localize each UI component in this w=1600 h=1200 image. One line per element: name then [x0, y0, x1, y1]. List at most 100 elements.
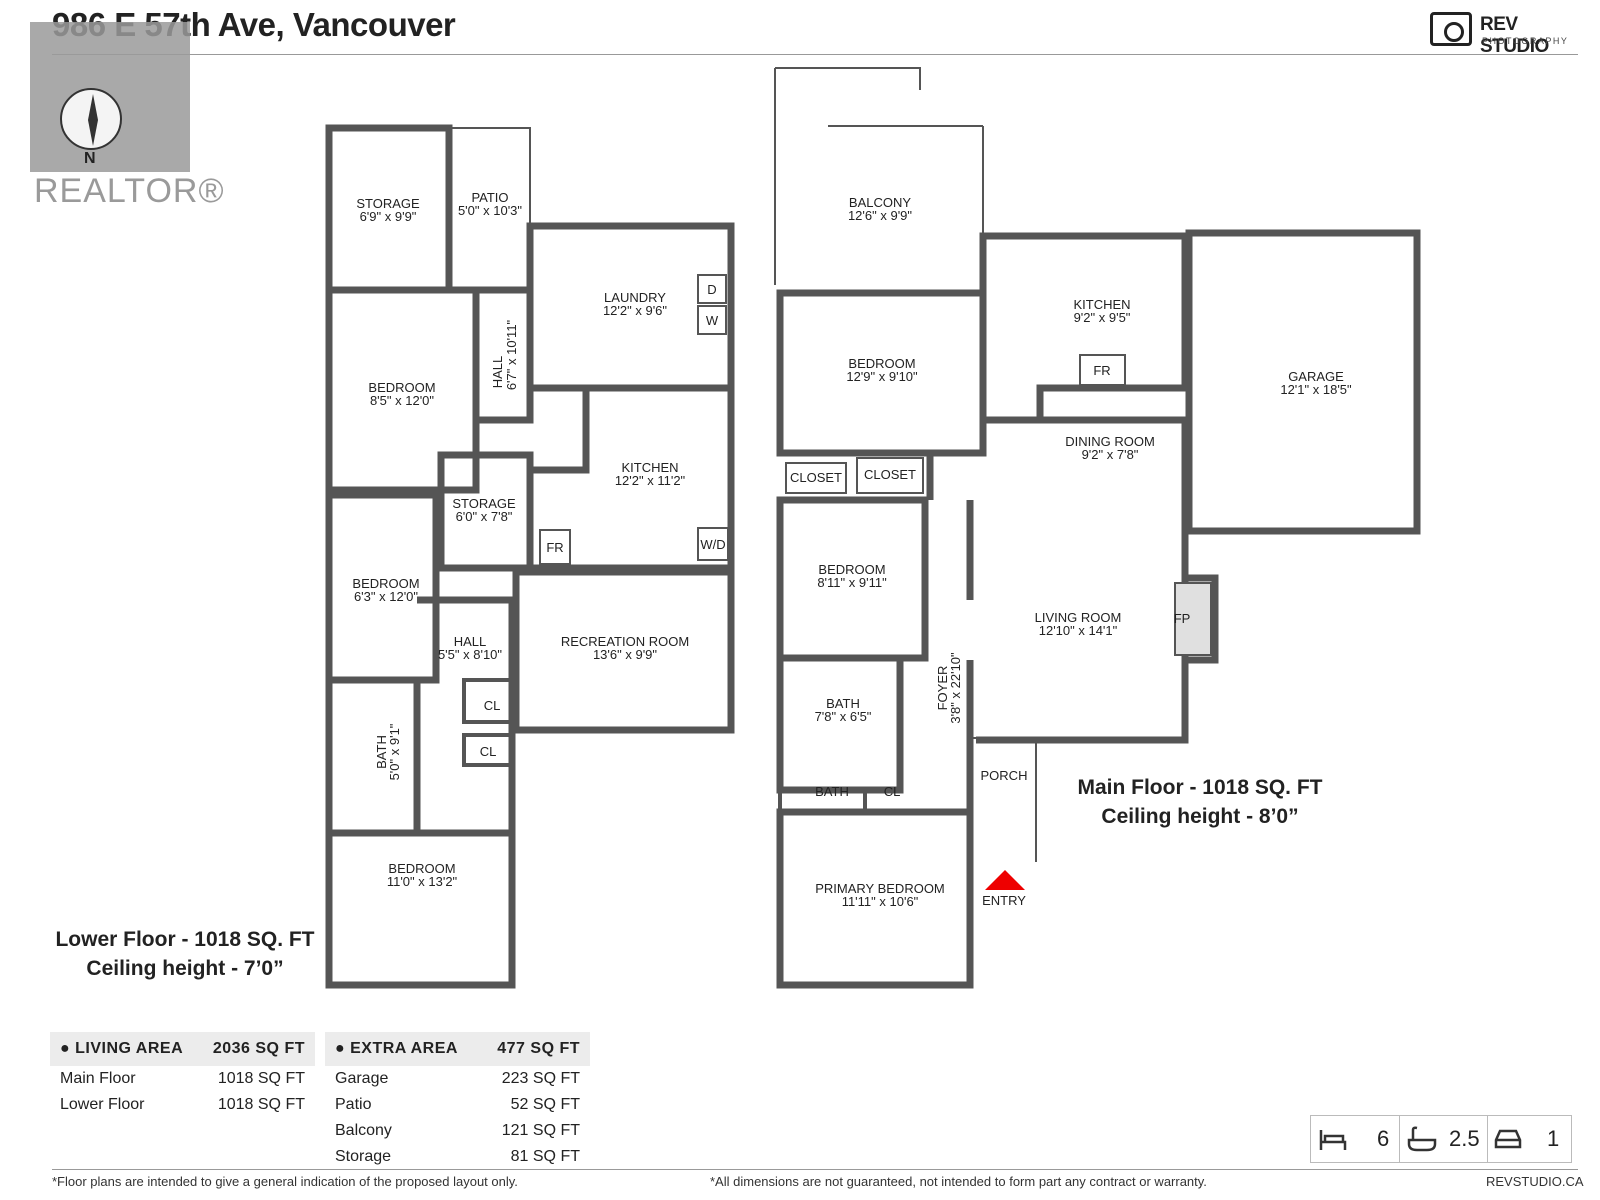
fireplace-label: FP — [1174, 611, 1191, 626]
lower-room-dim: 11'0" x 13'2" — [387, 874, 458, 889]
living-area-header: ● LIVING AREA — [50, 1032, 199, 1066]
lower-closet1-walls — [462, 678, 518, 724]
main-room-name: GARAGE — [1288, 369, 1344, 384]
main-closet-label: CLOSET — [790, 470, 842, 485]
lower-room-dim: 6'0" x 7'8" — [456, 509, 513, 524]
main-balcony-walls — [774, 67, 984, 285]
realtor-watermark: REALTOR® — [30, 22, 224, 222]
extra-area-total: 477 SQ FT — [479, 1032, 590, 1066]
main-fridge-label: FR — [1093, 363, 1110, 378]
lower-bath-walls — [325, 676, 421, 837]
main-primary-bedroom-walls — [776, 808, 974, 989]
main-room-name: KITCHEN — [1073, 297, 1130, 312]
camera-icon — [1430, 12, 1472, 46]
main-closet1-box — [785, 462, 847, 494]
main-room-name: BEDROOM — [818, 562, 885, 577]
lower-closet-label: CL — [484, 698, 501, 713]
lower-fridge-label: FR — [546, 540, 563, 555]
main-closet-label: CLOSET — [864, 467, 916, 482]
fireplace-box — [1174, 582, 1212, 656]
washer-box — [697, 305, 727, 335]
compass-north-label: N — [84, 150, 96, 167]
lower-floor-area: Lower Floor - 1018 SQ. FT — [55, 928, 315, 951]
main-room-dim: 12'10" x 14'1" — [1039, 623, 1118, 638]
main-room-dim: 12'1" x 18'5" — [1280, 382, 1352, 397]
dryer-box — [697, 274, 727, 304]
extra-area-header: ● EXTRA AREA — [325, 1032, 480, 1066]
lower-room-name: LAUNDRY — [604, 290, 666, 305]
lower-room-name: HALL — [454, 634, 487, 649]
lower-fridge-box — [539, 529, 571, 565]
lower-room-name: BATH — [374, 735, 389, 769]
lower-closet-label: CL — [480, 744, 497, 759]
lower-floor-summary: Lower Floor - 1018 SQ. FT Ceiling height… — [50, 925, 320, 983]
lower-kitchen-walls — [526, 384, 735, 572]
fireplace-walls — [1185, 574, 1219, 664]
lower-room-name: RECREATION ROOM — [561, 634, 689, 649]
main-bedroom1-walls — [776, 289, 987, 457]
main-closet2-box — [856, 457, 924, 494]
main-closet-label: CL — [884, 784, 901, 799]
main-room-name: BEDROOM — [848, 356, 915, 371]
garage-walls — [1185, 229, 1421, 535]
brand-name: REV STUDIO — [1480, 14, 1549, 57]
lower-closet2-walls — [462, 733, 514, 767]
realtor-watermark-text: REALTOR® — [34, 172, 225, 210]
lower-room-dim: 6'9" x 9'9" — [360, 209, 417, 224]
main-bath-walls — [776, 654, 904, 794]
lower-washer-dryer-label: W/D — [700, 537, 725, 552]
baths-count: 2.5 — [1449, 1126, 1480, 1151]
lower-room-name: BEDROOM — [388, 861, 455, 876]
car-icon — [1494, 1129, 1522, 1149]
footer-disclaimer-middle: *All dimensions are not guaranteed, not … — [710, 1174, 1207, 1189]
main-room-dim: 7'8" x 6'5" — [815, 709, 872, 724]
lower-room-dim: 5'5" x 8'10" — [438, 647, 502, 662]
lower-room-dim: 13'6" x 9'9" — [593, 647, 657, 662]
bathtub-icon — [1407, 1126, 1437, 1152]
main-room-dim: 9'2" x 9'5" — [1074, 310, 1131, 325]
main-room-dim: 3'8" x 22'10" — [948, 652, 963, 724]
brand-subtitle: PHOTOGRAPHY — [1482, 36, 1569, 46]
main-room-name: DINING ROOM — [1065, 434, 1155, 449]
lower-room-name: KITCHEN — [621, 460, 678, 475]
beds-count: 6 — [1377, 1126, 1390, 1151]
footer-website: REVSTUDIO.CA — [1486, 1174, 1584, 1189]
lower-room-dim: 8'5" x 12'0" — [370, 393, 434, 408]
parking-count: 1 — [1547, 1126, 1560, 1151]
lower-bedroom2-walls — [325, 491, 440, 684]
main-room-name: FOYER — [935, 666, 950, 711]
lower-hall-walls — [476, 286, 534, 424]
lower-room-name: BEDROOM — [368, 380, 435, 395]
main-kitchen-walls — [979, 232, 1189, 424]
bed-icon — [1319, 1130, 1347, 1150]
main-floor-area: Main Floor - 1018 SQ. FT — [1077, 776, 1323, 799]
lower-recreation-walls — [512, 568, 735, 734]
main-half-bath-label: BATH — [815, 784, 849, 799]
main-room-dim: 12'6" x 9'9" — [848, 208, 912, 223]
brand-logo: REV STUDIO PHOTOGRAPHY — [1430, 12, 1590, 57]
main-room-dim: 12'9" x 9'10" — [846, 369, 918, 384]
lower-bedroom1-walls — [325, 286, 480, 494]
lower-room-name: STORAGE — [356, 196, 420, 211]
footer-divider — [52, 1169, 1578, 1170]
main-bedroom2-walls — [776, 449, 934, 662]
footer-disclaimer-left: *Floor plans are intended to give a gene… — [52, 1174, 518, 1189]
main-dining-living-walls — [976, 416, 1189, 744]
main-room-dim: 8'11" x 9'11" — [817, 575, 887, 590]
lower-washer-dryer-box — [697, 527, 729, 561]
entry-marker-icon — [985, 870, 1025, 890]
lower-room-name: HALL — [490, 356, 505, 389]
lower-room-name: STORAGE — [452, 496, 516, 511]
main-room-dim: 11'11" x 10'6" — [842, 894, 919, 909]
lower-room-dim: 5'0" x 10'3" — [458, 203, 522, 218]
main-room-name: LIVING ROOM — [1035, 610, 1122, 625]
porch-walls — [970, 737, 1037, 862]
entry-label: ENTRY — [982, 893, 1026, 908]
